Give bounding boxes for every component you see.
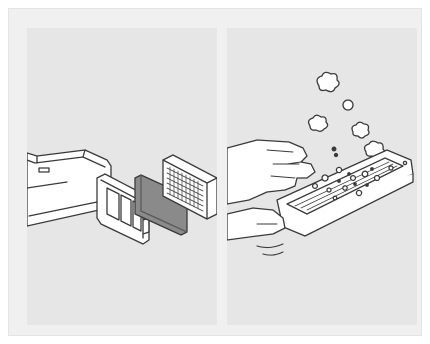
- dust-clouds: [309, 72, 385, 158]
- filter-removal-illustration: [27, 28, 217, 325]
- panel-filter-tapping: [227, 28, 417, 325]
- holding-hand: [227, 208, 285, 240]
- motion-lines: [257, 244, 283, 255]
- filter-tapping-illustration: [227, 28, 417, 325]
- panel-filter-removal: [27, 28, 217, 325]
